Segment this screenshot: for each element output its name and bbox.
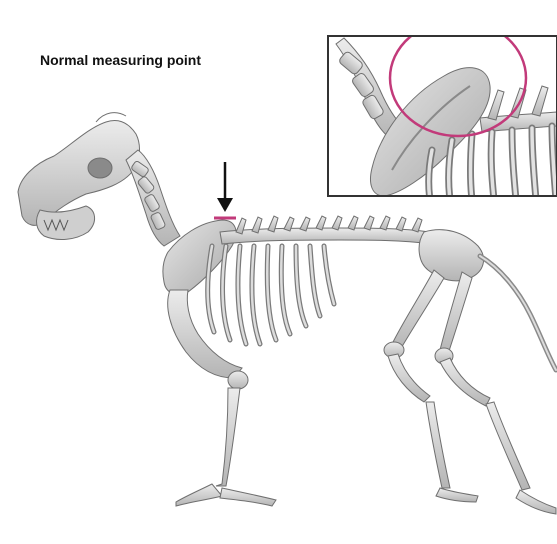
cervical-spine — [126, 150, 180, 246]
tail — [480, 256, 556, 370]
thoracolumbar-spine — [220, 216, 432, 244]
zoom-inset — [328, 20, 557, 200]
indicator-arrow — [217, 162, 233, 212]
hind-legs — [384, 270, 556, 514]
figure-caption: Normal measuring point — [40, 52, 201, 68]
front-leg — [168, 290, 276, 506]
skull — [18, 113, 139, 240]
pelvis — [419, 230, 483, 281]
